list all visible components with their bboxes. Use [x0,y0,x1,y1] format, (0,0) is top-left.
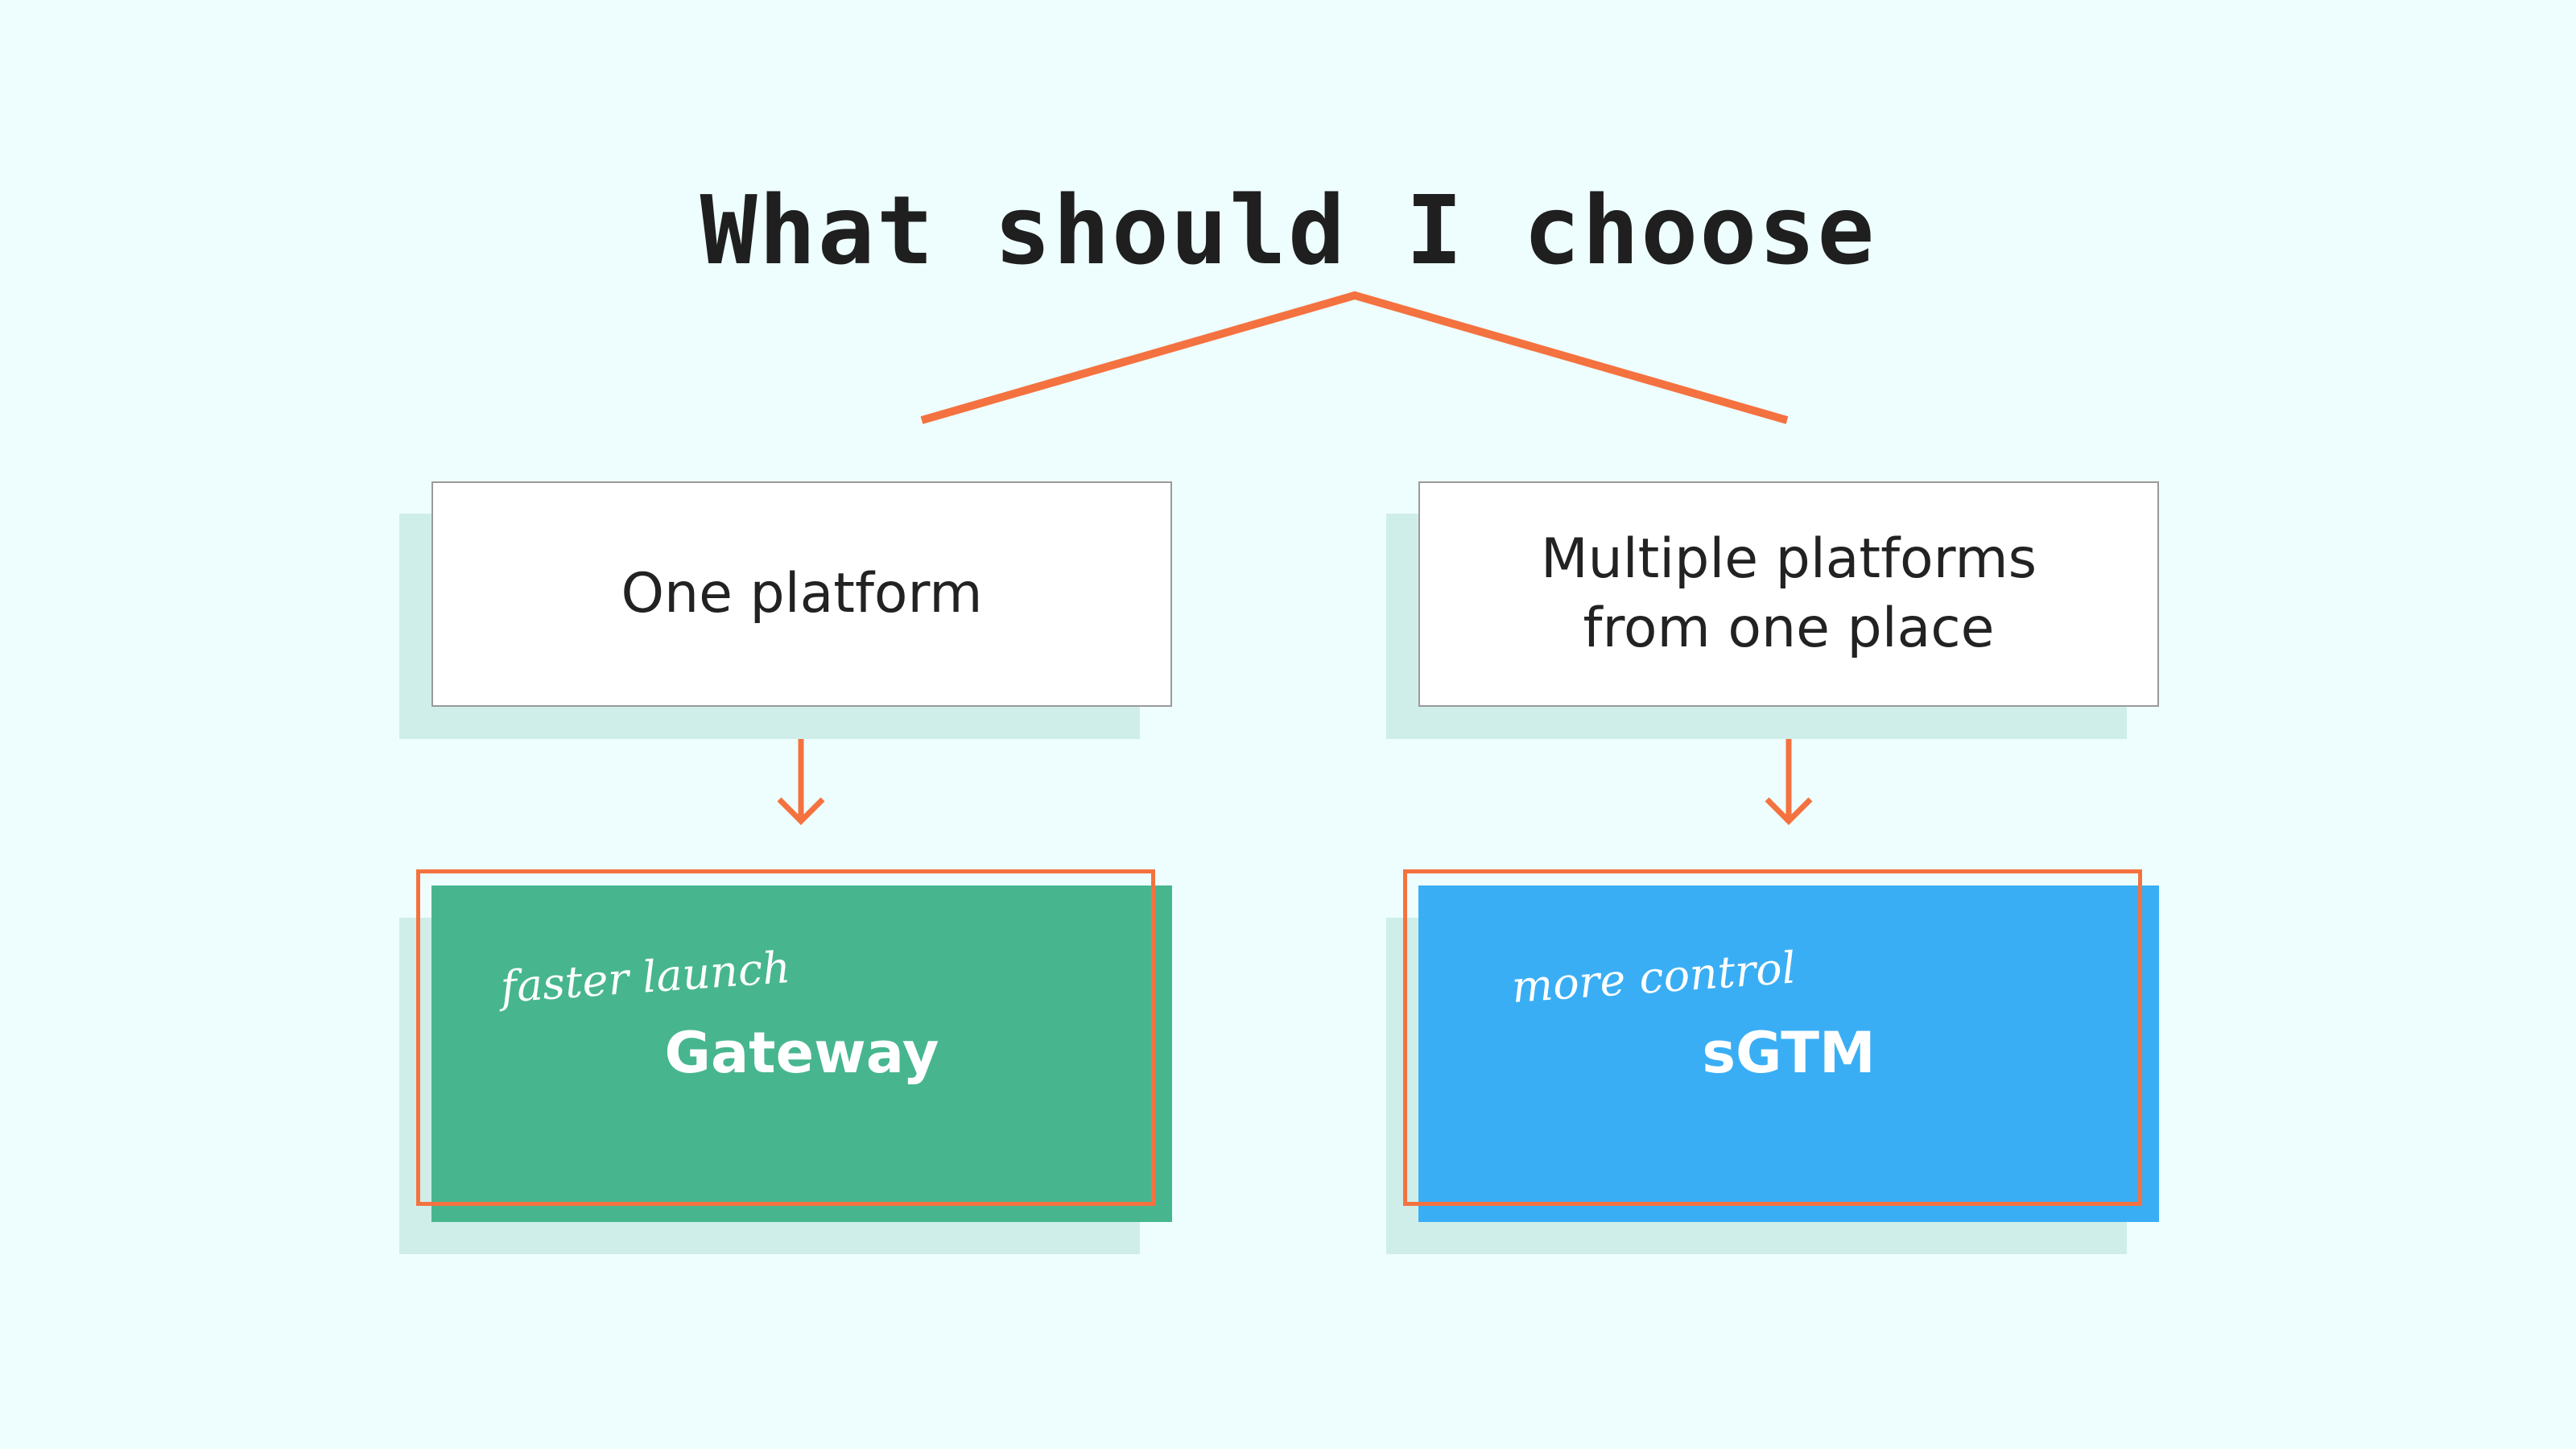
result-box-gateway [431,886,1172,1222]
arrowhead-right-icon [1765,797,1813,825]
option-label-line: One platform [621,562,983,625]
branch-connector [920,291,1789,424]
arrowhead-left-icon [777,797,825,825]
option-box-multiple-platforms: Multiple platforms from one place [1418,481,2159,707]
option-box-one-platform: One platform [431,481,1172,707]
result-box-sgtm [1418,886,2159,1222]
result-frame-left [416,869,1155,1206]
result-name-gateway: Gateway [664,1020,939,1086]
diagram-title: What should I choose [700,175,1876,286]
result-name-sgtm: sGTM [1702,1020,1876,1086]
option-label-line: Multiple platforms [1540,527,2037,591]
result-frame-right [1403,869,2142,1206]
option-label-line: from one place [1583,597,1995,660]
